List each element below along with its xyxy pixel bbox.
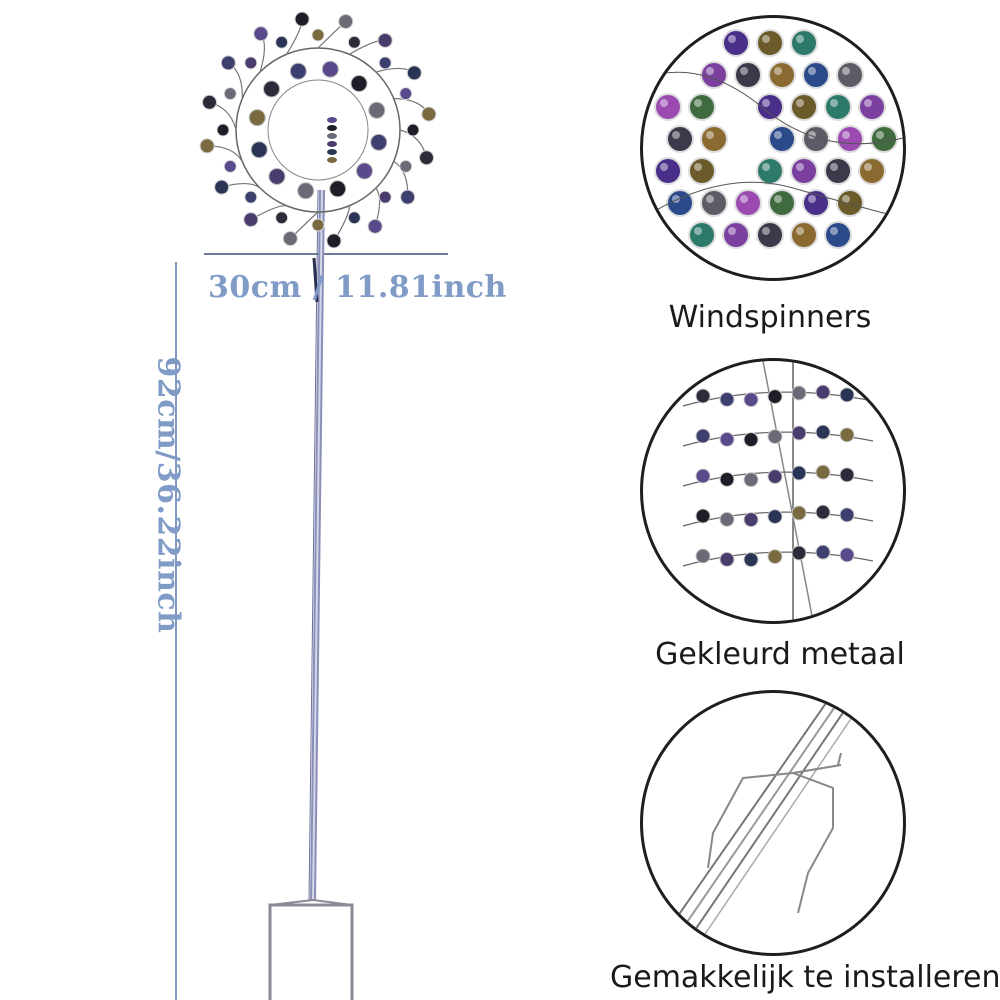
colored-metal-closeup-icon [682, 361, 874, 621]
feature-caption-colored-metal: Gekleurd metaal [655, 637, 905, 672]
product-illustration [175, 11, 448, 1000]
feature-circle-windspinners [640, 15, 906, 281]
ground-stake [268, 903, 354, 1000]
height-dimension-label: 92cm/36.22inch [150, 356, 186, 634]
width-dimension-label: 30cm / 11.81inch [208, 270, 507, 305]
feature-caption-easy-install: Gemakkelijk te installeren [610, 960, 1000, 995]
feature-caption-windspinners: Windspinners [668, 300, 872, 335]
feature-circle-easy-install [640, 690, 906, 956]
windspinner-closeup-icon [643, 29, 903, 249]
feature-circle-colored-metal [640, 358, 906, 624]
ground-stake-closeup-icon [672, 693, 864, 938]
wind-spinner-icon [175, 11, 448, 1000]
spinner-head [199, 11, 437, 249]
